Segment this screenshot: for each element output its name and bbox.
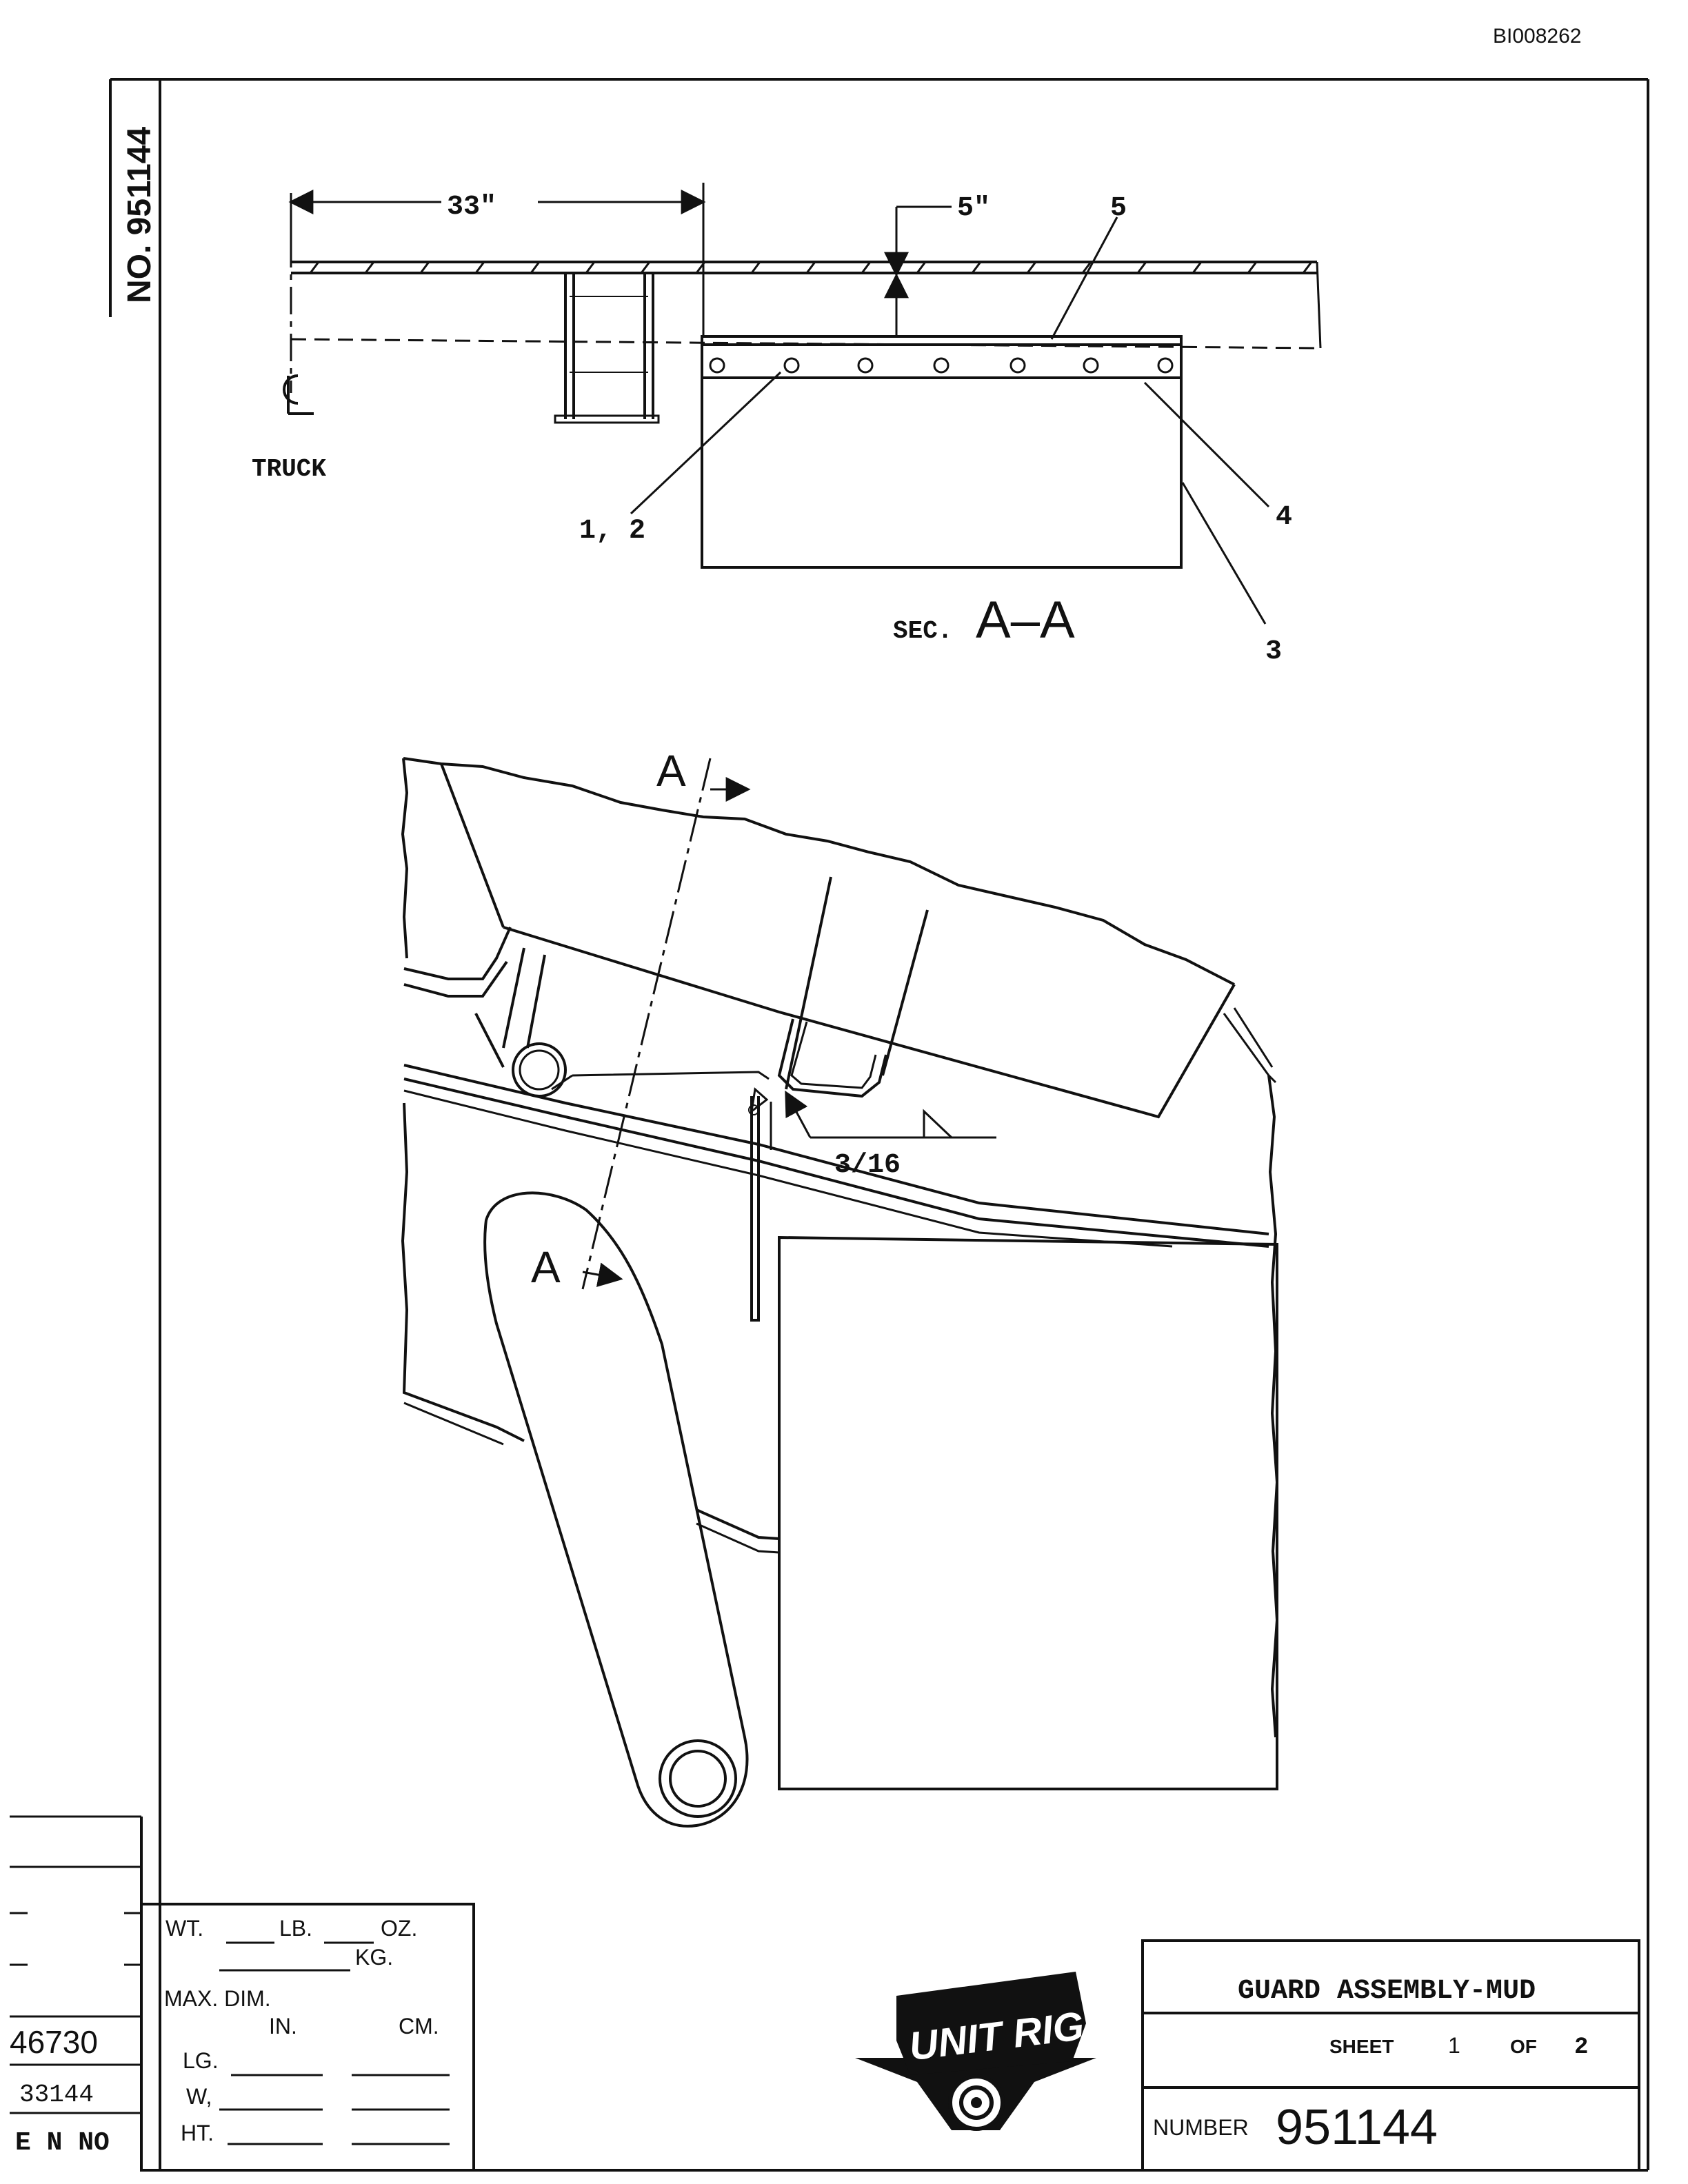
section-line-a-a: [581, 758, 751, 1290]
callout-5: 5: [1110, 193, 1127, 224]
dimension-33: [288, 183, 706, 338]
margin-label: E N NO: [15, 2128, 110, 2158]
max-dim-label: MAX. DIM.: [164, 1986, 271, 2011]
section-letters: A–A: [976, 591, 1075, 649]
section-mark-bottom: A: [531, 1242, 561, 1292]
wt-label: WT.: [165, 1916, 203, 1941]
truck-centerline: [283, 193, 314, 415]
lg-label: LG.: [183, 2048, 219, 2073]
title-block: [1141, 1939, 1640, 2172]
side-drawing-number: NO. 951144: [121, 127, 158, 304]
section-label: SEC.: [893, 617, 952, 645]
swing-arm: [483, 1191, 749, 1828]
truck-frame-beam: [290, 261, 1322, 424]
callout-1-2: 1, 2: [579, 516, 645, 547]
margin-number-2: 33144: [19, 2081, 94, 2109]
callout-3: 3: [1265, 636, 1282, 667]
truck-label: TRUCK: [252, 455, 326, 483]
drawing-number: 951144: [1276, 2100, 1438, 2155]
drawing-title: GUARD ASSEMBLY-MUD: [1238, 1976, 1536, 2007]
unit-rig-logo: UNIT RIG: [855, 1972, 1096, 2131]
number-label: NUMBER: [1153, 2115, 1249, 2140]
drawing-border: [109, 78, 1649, 2172]
sheet-number: 1: [1448, 2033, 1460, 2058]
in-label: IN.: [269, 2014, 297, 2039]
sheet-total: 2: [1574, 2034, 1588, 2061]
dimension-5: [884, 205, 952, 336]
assembly-view: A A 3/16: [401, 746, 1279, 1828]
mud-guard-plate: [701, 335, 1183, 569]
section-view-a-a: TRUCK 33" 5": [252, 183, 1322, 667]
sheet-label: SHEET: [1329, 2036, 1394, 2057]
section-mark-top: A: [656, 746, 686, 796]
w-label: W,: [186, 2084, 212, 2109]
weld-symbol: [785, 1090, 996, 1139]
callout-4: 4: [1276, 502, 1292, 533]
revision-margin: [10, 1815, 141, 2114]
of-label: OF: [1510, 2036, 1537, 2057]
margin-number-1: 46730: [10, 2024, 98, 2060]
oz-label: OZ.: [381, 1916, 417, 1941]
lb-label: LB.: [279, 1916, 312, 1941]
dimension-5-label: 5": [957, 193, 990, 224]
callout-leaders: [630, 216, 1270, 625]
ht-label: HT.: [181, 2121, 214, 2145]
weld-size: 3/16: [834, 1150, 901, 1181]
cm-label: CM.: [399, 2014, 439, 2039]
mud-guard-flap: [748, 1087, 1278, 1790]
kg-label: KG.: [355, 1945, 393, 1970]
dump-body-outline: [403, 757, 1235, 986]
dimension-33-label: 33": [447, 192, 496, 223]
weight-dimension-block: [140, 1903, 475, 2172]
upper-pivot-pin: [512, 1042, 567, 1098]
document-id: BI008262: [1493, 25, 1581, 48]
